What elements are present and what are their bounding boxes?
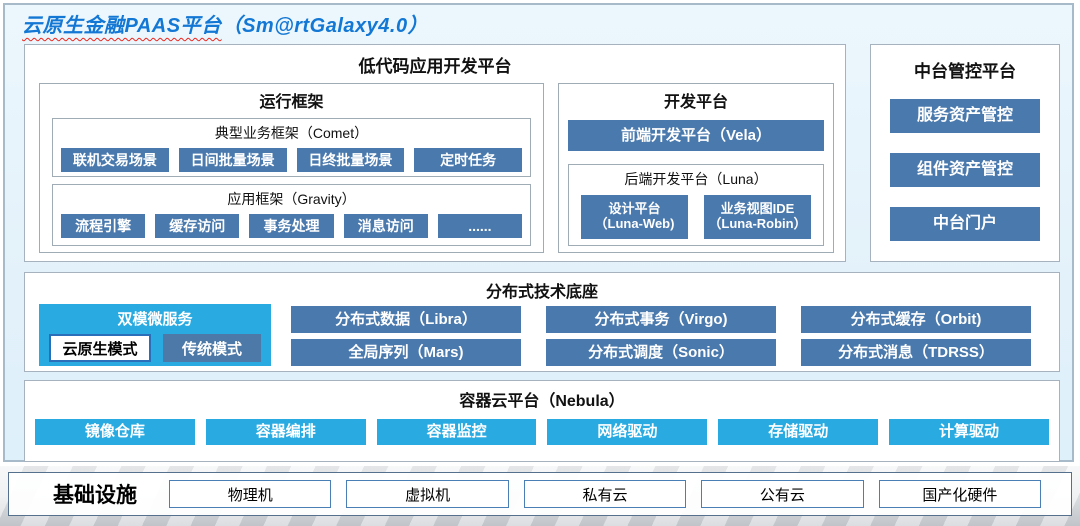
luna-web-code: （Luna-Web) <box>594 216 675 231</box>
middle-platform-box: 中台管控平台 服务资产管控 组件资产管控 中台门户 <box>870 44 1060 262</box>
container-monitoring-node: 容器监控 <box>376 419 537 445</box>
component-asset-node: 组件资产管控 <box>890 153 1040 187</box>
nebula-platform-title: 容器云平台（Nebula） <box>459 393 625 410</box>
private-cloud-node: 私有云 <box>523 480 687 508</box>
dual-mode-title: 双模微服务 <box>117 311 193 328</box>
distributed-base-title: 分布式技术底座 <box>485 284 598 301</box>
mars-node: 全局序列（Mars) <box>291 339 521 366</box>
domestic-hardware-node: 国产化硬件 <box>878 480 1042 508</box>
comet-framework-box: 典型业务框架（Comet） 联机交易场景 日间批量场景 日终批量场景 定时任务 <box>52 118 531 177</box>
luna-web-node: 设计平台 （Luna-Web) <box>581 195 688 239</box>
image-registry-node: 镜像仓库 <box>35 419 195 445</box>
dual-mode-row: 云原生模式 传统模式 <box>49 334 261 362</box>
libra-node: 分布式数据（Libra） <box>291 306 521 333</box>
luna-robin-code: （Luna-Robin） <box>708 216 807 231</box>
infrastructure-title: 基础设施 <box>53 484 137 507</box>
nebula-features-row: 镜像仓库 容器编排 容器监控 网络驱动 存储驱动 计算驱动 <box>35 419 1049 445</box>
runtime-framework-box: 运行框架 典型业务框架（Comet） 联机交易场景 日间批量场景 日终批量场景 … <box>39 83 544 253</box>
distributed-base-box: 分布式技术底座 双模微服务 云原生模式 传统模式 分布式数据（Libra） 分布… <box>24 272 1060 372</box>
service-asset-node: 服务资产管控 <box>890 99 1040 133</box>
sonic-node: 分布式调度（Sonic） <box>546 339 776 366</box>
middle-platform-title: 中台管控平台 <box>914 62 1016 81</box>
page-title-main: 云原生金融PAAS平台 <box>22 15 222 37</box>
online-transaction-node: 联机交易场景 <box>61 148 169 172</box>
page-title: 云原生金融PAAS平台（Sm@rtGalaxy4.0） <box>22 9 428 38</box>
compute-driver-node: 计算驱动 <box>889 419 1049 445</box>
luna-platform-title: 后端开发平台（Luna） <box>624 171 768 187</box>
luna-tools-row: 设计平台 （Luna-Web) 业务视图IDE （Luna-Robin） <box>581 195 811 239</box>
cloud-native-mode-node: 云原生模式 <box>49 334 151 362</box>
gravity-feature-row: 流程引擎 缓存访问 事务处理 消息访问 ...... <box>61 214 523 238</box>
transaction-processing-node: 事务处理 <box>249 214 334 238</box>
tdrss-node: 分布式消息（TDRSS） <box>801 339 1031 366</box>
timer-task-node: 定时任务 <box>414 148 522 172</box>
middle-portal-node: 中台门户 <box>890 207 1040 241</box>
traditional-mode-node: 传统模式 <box>163 334 261 362</box>
day-batch-node: 日间批量场景 <box>178 148 287 172</box>
lowcode-platform-box: 低代码应用开发平台 运行框架 典型业务框架（Comet） 联机交易场景 日间批量… <box>24 44 846 262</box>
page-title-suffix: （Sm@rtGalaxy4.0） <box>221 15 429 37</box>
luna-robin-node: 业务视图IDE （Luna-Robin） <box>704 195 811 239</box>
distributed-services-grid: 分布式数据（Libra） 分布式事务（Virgo) 分布式缓存（Orbit) 全… <box>291 306 1031 366</box>
gravity-framework-title: 应用框架（Gravity） <box>227 191 356 207</box>
lowcode-platform-title: 低代码应用开发平台 <box>358 57 512 76</box>
cache-access-node: 缓存访问 <box>155 214 240 238</box>
storage-driver-node: 存储驱动 <box>718 419 879 445</box>
virtual-machine-node: 虚拟机 <box>346 480 509 508</box>
infrastructure-items-row: 物理机 虚拟机 私有云 公有云 国产化硬件 <box>169 480 1042 508</box>
more-node: ...... <box>437 214 523 238</box>
public-cloud-node: 公有云 <box>701 480 864 508</box>
infrastructure-band: 基础设施 物理机 虚拟机 私有云 公有云 国产化硬件 <box>0 466 1080 526</box>
orbit-node: 分布式缓存（Orbit) <box>801 306 1031 333</box>
runtime-framework-title: 运行框架 <box>259 94 324 111</box>
network-driver-node: 网络驱动 <box>547 419 708 445</box>
gravity-framework-box: 应用框架（Gravity） 流程引擎 缓存访问 事务处理 消息访问 ...... <box>52 184 531 246</box>
comet-framework-title: 典型业务框架（Comet） <box>214 125 369 141</box>
vela-node: 前端开发平台（Vela） <box>568 120 824 151</box>
eod-batch-node: 日终批量场景 <box>296 148 405 172</box>
luna-robin-label: 业务视图IDE <box>720 201 795 217</box>
infrastructure-strip: 基础设施 物理机 虚拟机 私有云 公有云 国产化硬件 <box>8 472 1072 516</box>
dev-platform-title: 开发平台 <box>663 94 728 111</box>
dev-platform-box: 开发平台 前端开发平台（Vela） 后端开发平台（Luna） 设计平台 （Lun… <box>558 83 834 253</box>
dual-mode-microservice-box: 双模微服务 云原生模式 传统模式 <box>39 304 271 366</box>
luna-web-label: 设计平台 <box>608 201 661 217</box>
container-orchestration-node: 容器编排 <box>205 419 366 445</box>
nebula-platform-box: 容器云平台（Nebula） 镜像仓库 容器编排 容器监控 网络驱动 存储驱动 计… <box>24 380 1060 462</box>
virgo-node: 分布式事务（Virgo) <box>546 306 776 333</box>
message-access-node: 消息访问 <box>343 214 428 238</box>
physical-machine-node: 物理机 <box>169 480 332 508</box>
process-engine-node: 流程引擎 <box>61 214 146 238</box>
comet-scenario-row: 联机交易场景 日间批量场景 日终批量场景 定时任务 <box>61 148 522 172</box>
luna-platform-box: 后端开发平台（Luna） 设计平台 （Luna-Web) 业务视图IDE （Lu… <box>568 164 824 246</box>
